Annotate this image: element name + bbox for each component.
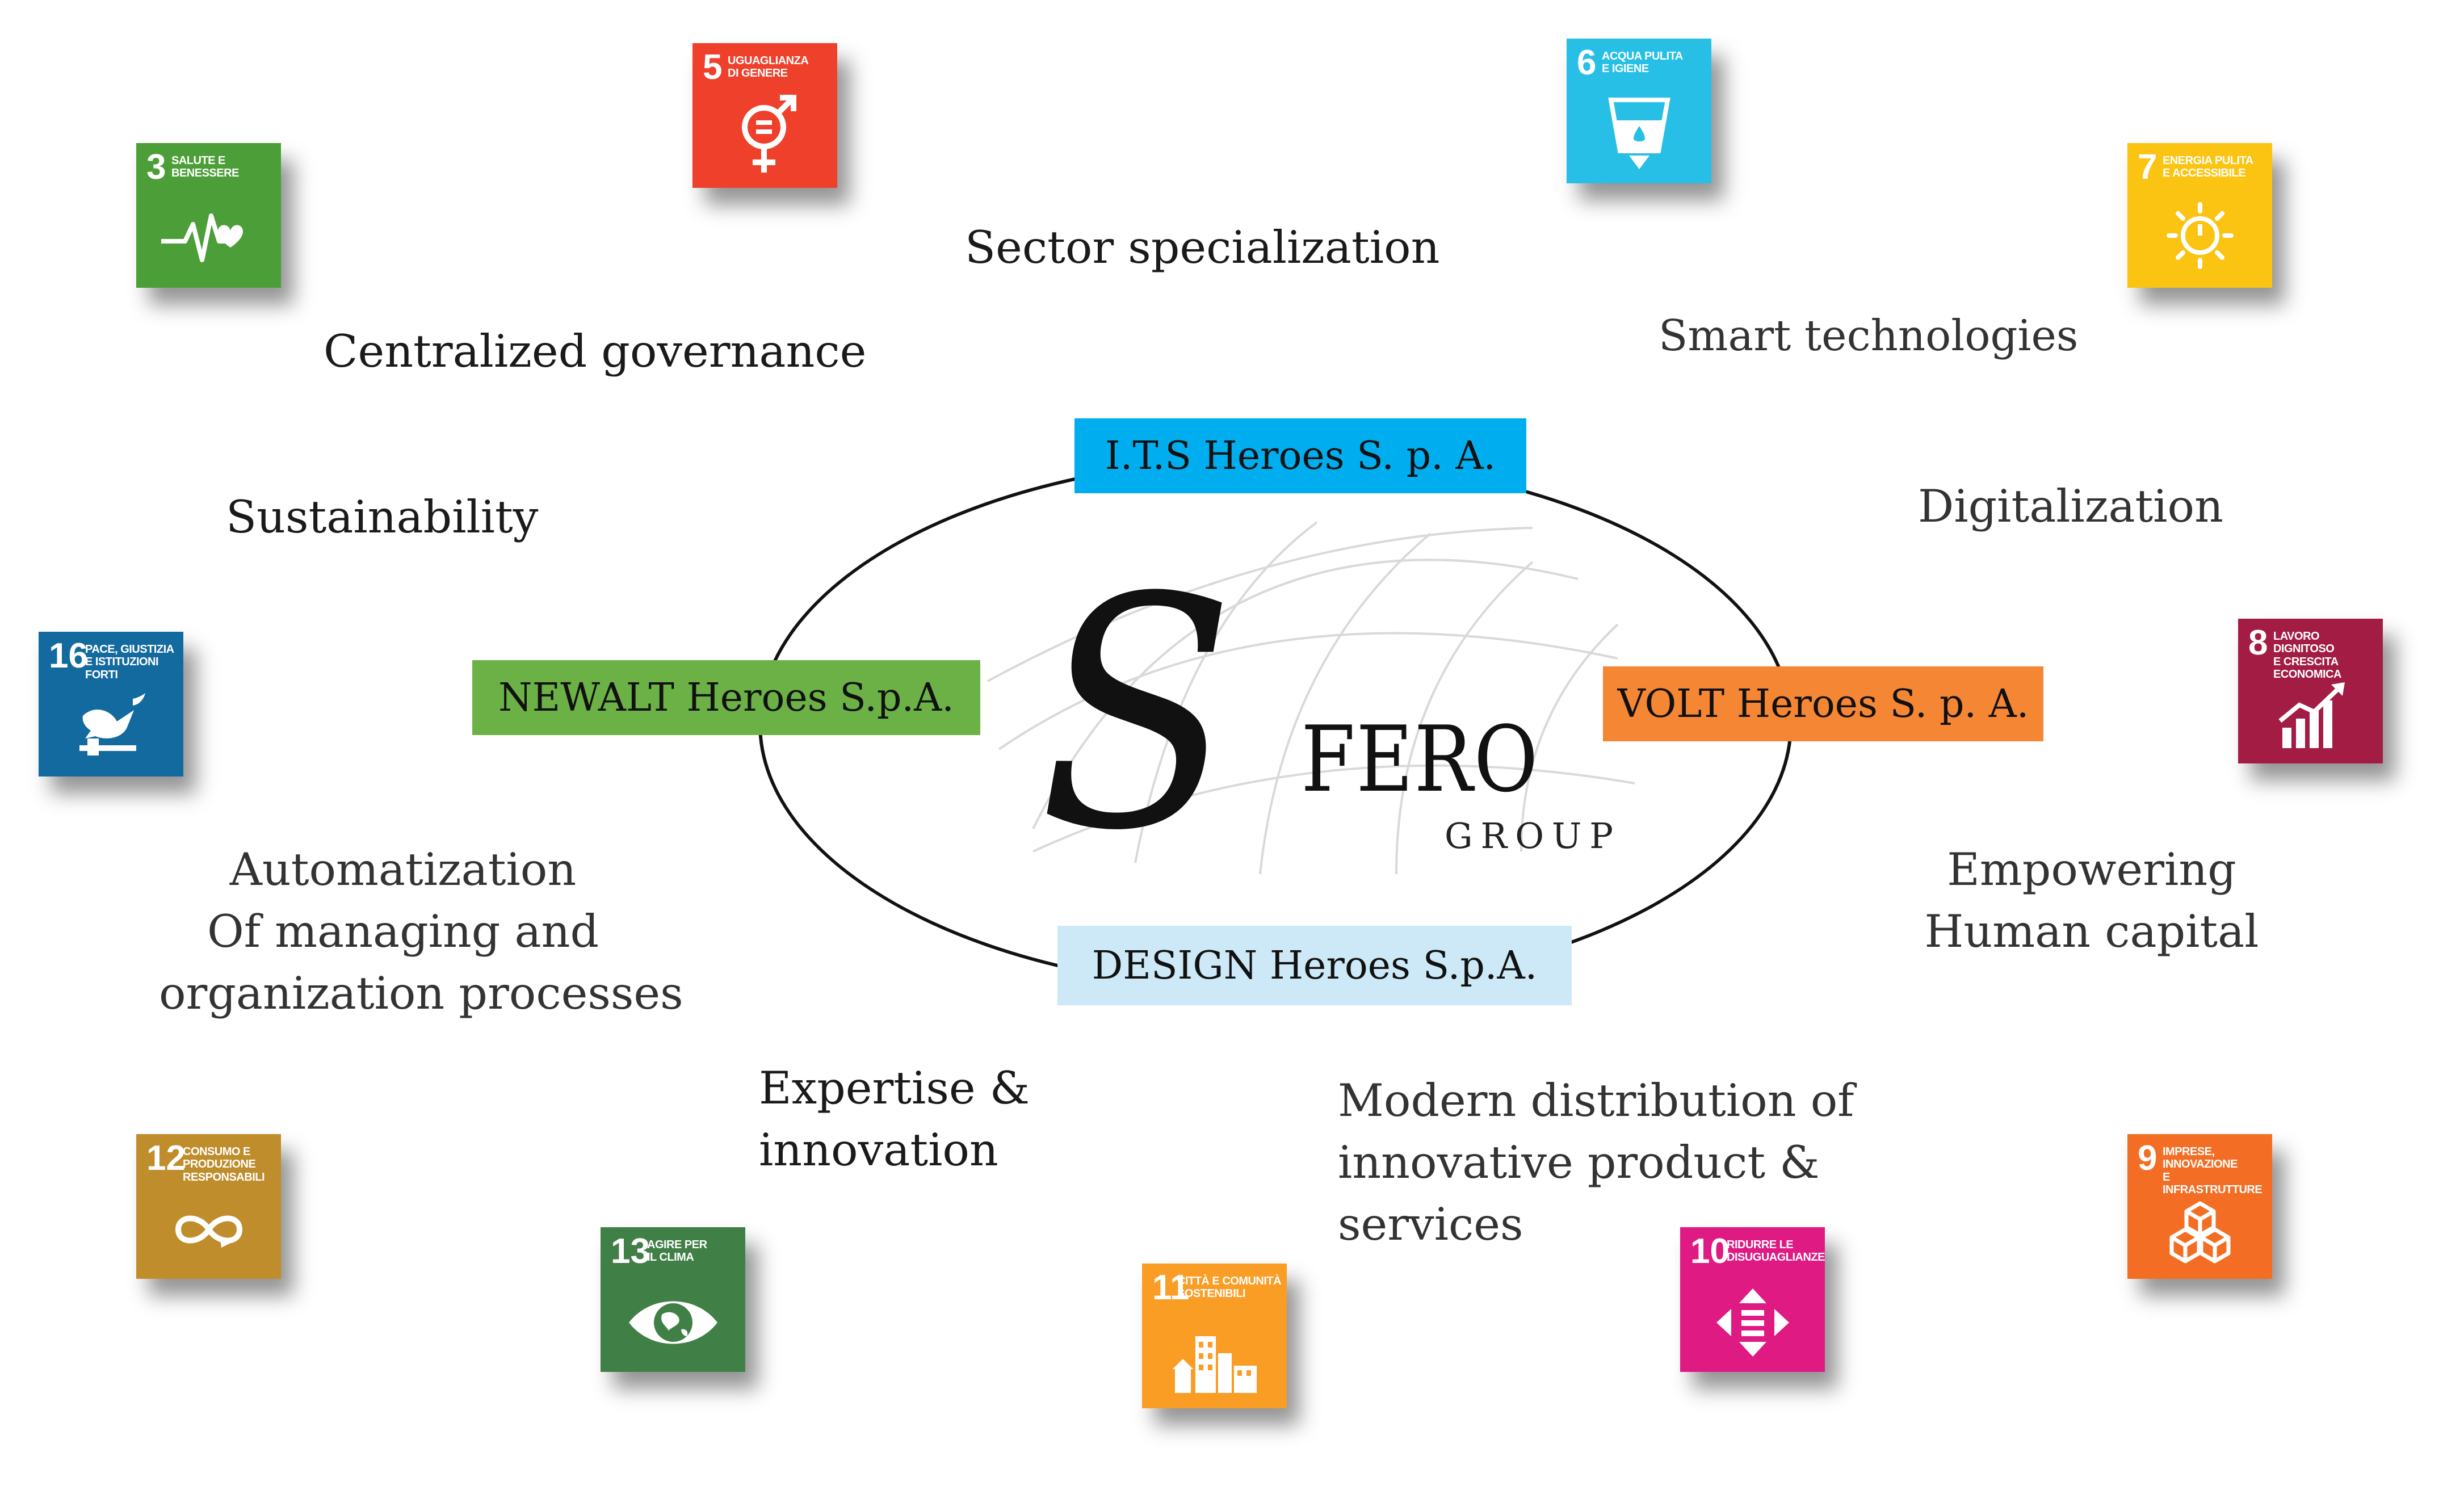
sdg-number: 5 <box>703 48 723 87</box>
sdg-title: SALUTE E BENESSERE <box>171 154 239 180</box>
sdg-tile-3: 3 SALUTE E BENESSERE <box>136 143 281 288</box>
sdg-tile-12: 12 CONSUMO E PRODUZIONE RESPONSABILI <box>136 1134 281 1279</box>
sdg-number: 13 <box>611 1232 650 1271</box>
label-empowering-line-1: Empowering <box>1947 843 2236 896</box>
sdg-tile-13: 13 AGIRE PER IL CLIMA <box>601 1227 745 1372</box>
sdg-title: IMPRESE, INNOVAZIONE E INFRASTRUTTURE <box>2163 1145 2262 1197</box>
label-automatization: Automatization Of managing and organizat… <box>159 839 683 1025</box>
sdg-number: 16 <box>49 636 88 675</box>
label-empowering-line-2: Human capital <box>1924 905 2259 958</box>
company-volt-label: VOLT Heroes S. p. A. <box>1617 681 2029 727</box>
label-modern-distribution-line-2: innovative product & <box>1338 1136 1820 1189</box>
sdg-title: CITTÀ E COMUNITÀ SOSTENIBILI <box>1177 1275 1282 1300</box>
reduced-inequality-icon <box>1716 1288 1789 1357</box>
label-sustainability: Sustainability <box>226 491 539 543</box>
company-its-label: I.T.S Heroes S. p. A. <box>1105 433 1496 479</box>
sdg-title: LAVORO DIGNITOSO E CRESCITA ECONOMICA <box>2273 630 2341 681</box>
company-newalt: NEWALT Heroes S.p.A. <box>472 660 980 735</box>
sdg-tile-16: 16 PACE, GIUSTIZIA E ISTITUZIONI FORTI <box>39 632 183 777</box>
sdg-tile-10: 10 RIDURRE LE DISUGUAGLIANZE <box>1680 1227 1825 1372</box>
label-centralized-governance: Centralized governance <box>324 325 867 377</box>
label-modern-distribution: Modern distribution of innovative produc… <box>1338 1070 1854 1256</box>
sdg-number: 12 <box>146 1139 186 1178</box>
sdg-tile-6: 6 ACQUA PULITA E IGIENE <box>1567 39 1711 183</box>
earth-eye-icon <box>629 1301 717 1344</box>
water-glass-icon <box>1608 98 1670 169</box>
cubes-icon <box>2169 1201 2231 1264</box>
sdg-tile-11: 11 CITTÀ E COMUNITÀ SOSTENIBILI <box>1142 1264 1287 1408</box>
sdg-number: 7 <box>2138 148 2157 187</box>
label-sector-specialization: Sector specialization <box>965 221 1440 274</box>
city-buildings-icon <box>1173 1336 1257 1393</box>
logo-sub: GROUP <box>1445 815 1622 857</box>
dove-gavel-icon <box>79 693 145 756</box>
sdg-number: 9 <box>2138 1139 2157 1178</box>
sdg-tile-7: 7 ENERGIA PULITA E ACCESSIBILE <box>2127 143 2272 288</box>
sdg-number: 10 <box>1690 1232 1730 1271</box>
label-expertise-line-1: Expertise & <box>759 1062 1030 1114</box>
label-automatization-line-3: organization processes <box>159 967 683 1020</box>
sdg-title: ENERGIA PULITA E ACCESSIBILE <box>2163 154 2253 180</box>
sdg-tile-9: 9 IMPRESE, INNOVAZIONE E INFRASTRUTTURE <box>2127 1134 2272 1279</box>
label-empowering: Empowering Human capital <box>1913 839 2270 963</box>
sdg-title: UGUAGLIANZA DI GENERE <box>728 54 809 80</box>
company-newalt-label: NEWALT Heroes S.p.A. <box>498 675 954 720</box>
globe-watermark-icon <box>987 521 1635 874</box>
label-smart-technologies: Smart technologies <box>1659 310 2079 360</box>
heartbeat-icon <box>161 213 243 262</box>
company-design-label: DESIGN Heroes S.p.A. <box>1092 943 1538 988</box>
label-modern-distribution-line-3: services <box>1338 1198 1523 1251</box>
logo-initial: S <box>1039 530 1235 900</box>
gender-equality-icon <box>742 95 796 173</box>
label-expertise: Expertise & innovation <box>759 1057 1030 1181</box>
sdg-number: 11 <box>1152 1268 1190 1307</box>
label-modern-distribution-line-1: Modern distribution of <box>1338 1075 1854 1127</box>
sdg-title: PACE, GIUSTIZIA E ISTITUZIONI FORTI <box>85 643 174 681</box>
company-design: DESIGN Heroes S.p.A. <box>1057 926 1572 1005</box>
sdg-number: 6 <box>1577 43 1597 82</box>
growth-chart-icon <box>2278 682 2345 748</box>
sfero-logo: S FERO GROUP <box>1033 556 1657 891</box>
label-automatization-line-2: Of managing and <box>207 905 599 958</box>
company-its: I.T.S Heroes S. p. A. <box>1074 418 1526 493</box>
sdg-title: AGIRE PER IL CLIMA <box>647 1239 707 1264</box>
sun-power-icon <box>2167 202 2234 269</box>
sdg-tile-5: 5 UGUAGLIANZA DI GENERE <box>692 43 837 188</box>
infinity-loop-icon <box>175 1215 243 1248</box>
logo-word: FERO <box>1301 706 1539 812</box>
sdg-number: 3 <box>146 148 166 187</box>
sdg-title: ACQUA PULITA E IGIENE <box>1602 50 1683 75</box>
company-volt: VOLT Heroes S. p. A. <box>1603 666 2043 741</box>
label-digitalization: Digitalization <box>1918 480 2223 532</box>
sdg-number: 8 <box>2248 623 2268 662</box>
label-automatization-line-1: Automatization <box>229 843 577 896</box>
sdg-title: CONSUMO E PRODUZIONE RESPONSABILI <box>183 1145 265 1183</box>
sdg-title: RIDURRE LE DISUGUAGLIANZE <box>1727 1239 1825 1264</box>
sdg-tile-8: 8 LAVORO DIGNITOSO E CRESCITA ECONOMICA <box>2238 619 2383 763</box>
label-expertise-line-2: innovation <box>759 1124 998 1177</box>
